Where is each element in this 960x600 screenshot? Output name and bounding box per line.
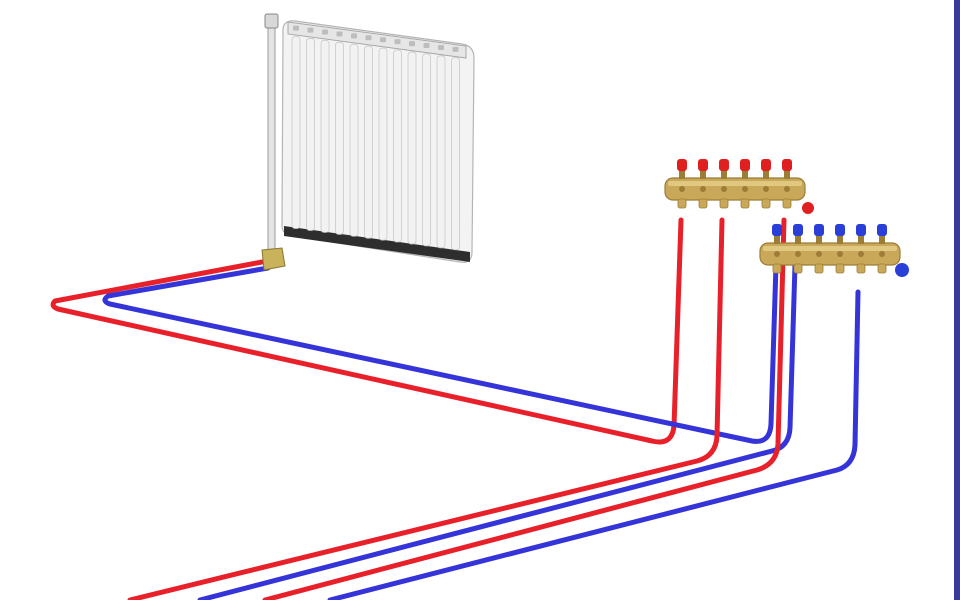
radiator-grille-slot (336, 31, 343, 37)
manifold-valve-stem (700, 170, 706, 179)
radiator-fins (291, 36, 460, 251)
radiator-fin (306, 38, 315, 231)
manifold-valve-stem (679, 170, 685, 179)
manifold-outlet (782, 198, 792, 209)
return-manifold-ports (772, 224, 887, 274)
radiator-grille-slot (293, 25, 299, 31)
radiator-fin (335, 41, 344, 235)
manifold-port-nut (784, 186, 790, 192)
return-manifold-highlight (763, 246, 897, 251)
manifold-outlet (761, 198, 771, 209)
manifold-valve-cap (740, 159, 750, 171)
manifold-outlet (793, 263, 803, 274)
manifold-outlet (698, 198, 708, 209)
manifold-valve-cap (677, 159, 687, 171)
radiator-grille-slot (409, 41, 415, 47)
manifold-port-nut (795, 251, 801, 257)
manifold-outlet (814, 263, 824, 274)
radiator-fin (349, 43, 359, 237)
supply-manifold-end-cap (802, 202, 814, 214)
manifold-port-nut (721, 186, 727, 192)
radiator-fin (378, 47, 388, 241)
radiator-fin (436, 55, 446, 249)
radiator-supply-pipe (50, 217, 684, 445)
radiator-grille-slot (394, 39, 401, 45)
manifold-port-nut (879, 251, 885, 257)
radiator-grille-slot (351, 33, 357, 39)
radiator-fin (451, 57, 460, 251)
radiator-grille-slot (438, 44, 444, 50)
manifold-valve-stem (879, 235, 885, 244)
radiator-fin (291, 36, 301, 229)
floor-return-pipe-2 (327, 289, 861, 600)
manifold-port-nut (774, 251, 780, 257)
manifold-outlet (877, 263, 887, 274)
manifold-valve-cap (877, 224, 887, 236)
manifold-outlet (772, 263, 782, 274)
radiator-fitting (261, 247, 286, 271)
manifold-valve-stem (795, 235, 801, 244)
radiator-fin (422, 53, 431, 247)
radiator-grille-slot (452, 46, 459, 52)
manifold-outlet (856, 263, 866, 274)
manifold-valve-stem (742, 170, 748, 179)
manifold-port-nut (700, 186, 706, 192)
return-manifold-end-cap (895, 263, 909, 277)
radiator-feed-pipe (267, 17, 276, 267)
manifold-outlet (677, 198, 687, 209)
supply-manifold (664, 159, 814, 214)
manifold-valve-cap (772, 224, 782, 236)
manifold-valve-stem (763, 170, 769, 179)
radiator-fin (320, 39, 330, 233)
radiator-top-grille (287, 21, 467, 59)
manifold-valve-cap (719, 159, 729, 171)
manifold-valve-stem (784, 170, 790, 179)
supply-manifold-highlight (668, 181, 802, 186)
radiator-fin (407, 51, 417, 245)
manifold-valve-stem (816, 235, 822, 244)
manifold-port-nut (858, 251, 864, 257)
supply-manifold-ports (677, 159, 792, 209)
floor-supply-pipe-2 (262, 217, 787, 600)
radiator-return-pipe (102, 262, 779, 444)
manifold-port-nut (679, 186, 685, 192)
radiator-grille-slots (293, 25, 459, 52)
manifold-valve-cap (793, 224, 803, 236)
manifold-valve-stem (721, 170, 727, 179)
radiator-grille-slot (322, 29, 328, 35)
radiator-grille-slot (307, 27, 314, 33)
return-manifold (759, 224, 909, 277)
manifold-valve-stem (858, 235, 864, 244)
manifold-port-nut (837, 251, 843, 257)
manifold-port-nut (742, 186, 748, 192)
radiator-grille-slot (423, 43, 430, 49)
manifold-port-nut (763, 186, 769, 192)
radiator-valve-top (264, 13, 279, 29)
manifold-valve-cap (698, 159, 708, 171)
radiator-base (284, 226, 470, 262)
manifold-port-nut (816, 251, 822, 257)
radiator-grille-slot (380, 37, 386, 43)
pipes (50, 217, 861, 600)
manifold-valve-stem (837, 235, 843, 244)
radiator-fin (393, 49, 402, 243)
manifold-valve-cap (761, 159, 771, 171)
manifold-outlet (835, 263, 845, 274)
manifold-valve-cap (856, 224, 866, 236)
radiator-fin (364, 45, 373, 239)
manifold-valve-cap (782, 159, 792, 171)
manifold-outlet (719, 198, 729, 209)
manifold-outlet (740, 198, 750, 209)
manifold-valve-stem (774, 235, 780, 244)
manifold-valve-cap (835, 224, 845, 236)
manifold-valve-cap (814, 224, 824, 236)
radiator-grille-slot (365, 35, 372, 41)
floor-return-pipe-1 (197, 262, 798, 600)
edge-strip (954, 0, 960, 600)
radiator-icon (261, 13, 475, 271)
floor-supply-pipe-1 (127, 217, 725, 600)
